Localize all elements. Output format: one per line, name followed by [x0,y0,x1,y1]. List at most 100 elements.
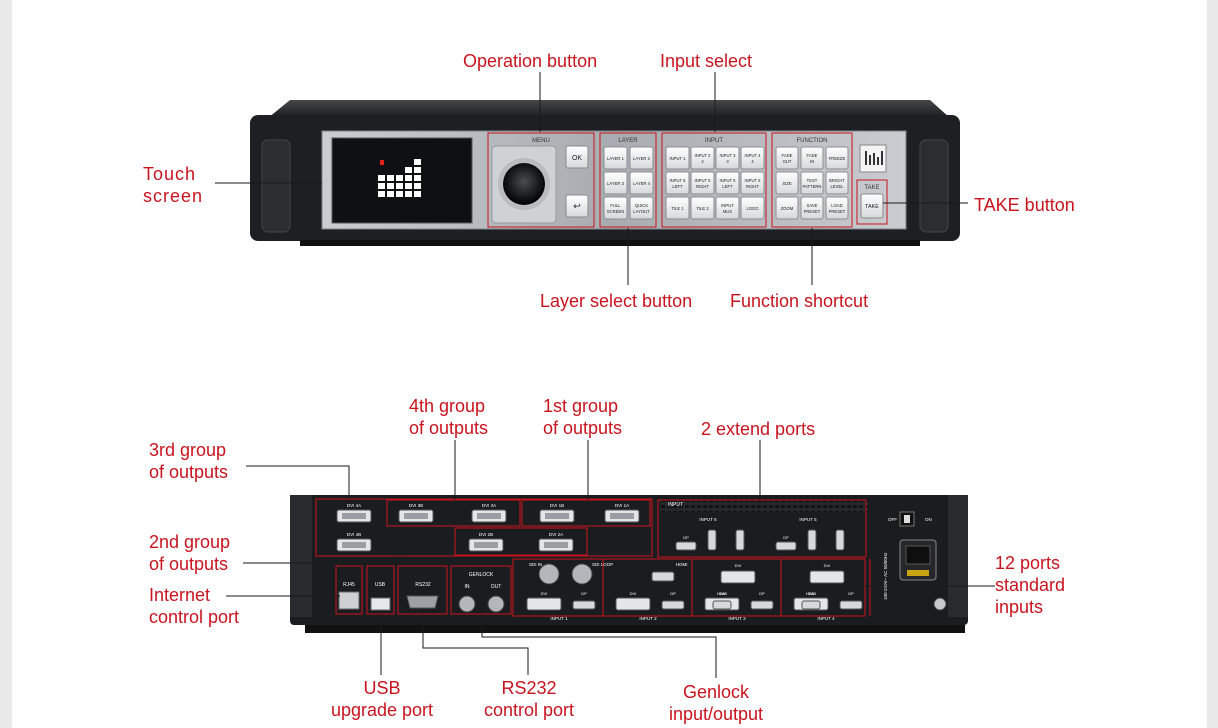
sdi-in-label: SDI IN [529,562,542,567]
rj45-port[interactable] [338,591,360,610]
callout-standard-inputs-line2: standard [995,575,1066,595]
function-button-1-1[interactable] [800,171,824,195]
input-section-outline [661,132,767,228]
callout-group2-line2: of outputs [149,554,229,574]
front-chassis-foot [300,240,920,246]
dvi-output-label: DVI 4A [347,503,361,508]
extend-hdmi-port-a[interactable] [807,529,817,551]
layer-button-1-0[interactable] [603,171,628,195]
rs232-port[interactable] [406,595,439,609]
layer-button-2-1[interactable] [629,196,654,220]
input-button-label-line2: 2 [701,159,704,164]
function-button-0-2[interactable] [825,146,849,170]
input-dvi-port[interactable] [526,597,562,611]
extend-input-label: INPUT 5 [799,517,817,522]
sdi-in-port[interactable] [538,563,560,585]
dvi-output-label: DVI 1B [550,503,564,508]
dvi-output-label: DVI 3A [482,503,496,508]
function-button-label-line2: PRESET [829,209,846,214]
input-dp-port[interactable] [572,600,596,610]
function-button-label: SIZE [782,181,792,186]
input-button-label-line2: MUX [723,209,733,214]
input-button-0-0[interactable] [665,146,690,170]
extend-hdmi-port-a[interactable] [707,529,717,551]
function-button-1-0[interactable] [775,171,799,195]
input-button-2-0[interactable] [665,196,690,220]
input-extra-dvi-port[interactable] [720,570,756,584]
layer-button-0-0[interactable] [603,146,628,170]
input-dp-port[interactable] [839,600,863,610]
input-button-0-2[interactable] [715,146,740,170]
extend-dp-port[interactable] [775,541,797,551]
input-extra-dvi-label: DVI [824,563,831,568]
function-button-2-0[interactable] [775,196,799,220]
function-section-label: FUNCTION [797,138,828,144]
callout-layer-select: Layer select button [540,291,693,311]
input-button-1-0[interactable] [665,171,690,195]
function-button-2-1[interactable] [800,196,824,220]
back-button[interactable] [565,194,589,218]
callout-usb-port-line2: upgrade port [330,700,434,720]
function-button-2-2[interactable] [825,196,849,220]
function-button-label: BRIGHT [829,178,845,183]
extend-dp-port[interactable] [675,541,697,551]
layer-button-0-1[interactable] [629,146,654,170]
callout-group1: 1st group of outputs [543,395,622,439]
input-hdmi-port[interactable] [712,600,732,610]
hdmi-input-port[interactable] [651,571,675,582]
layer-button-label: LAYER 4 [633,181,651,186]
dvi-output-label: DVI 3B [409,503,423,508]
input-dp-port[interactable] [750,600,774,610]
callout-rs232-port-line1: RS232 [501,678,557,698]
extend-hdmi-port-b[interactable] [835,529,845,551]
input-button-1-3[interactable] [740,171,765,195]
take-button-label: TAKE [865,204,879,210]
layer-button-2-0[interactable] [603,196,628,220]
menu-section-outline [487,132,595,228]
input-dvi-port[interactable] [615,597,651,611]
input-button-label: INPUT 6 [720,178,737,183]
ground-terminal[interactable] [933,597,947,611]
usb-port[interactable] [370,597,391,611]
input-button-2-1[interactable] [690,196,715,220]
callout-rs232-port: RS232 control port [473,677,585,721]
input-button-0-1[interactable] [690,146,715,170]
input-dp-port[interactable] [661,600,685,610]
input-dvi-label: DVI [541,591,548,596]
rack-handle-right[interactable] [919,139,949,233]
power-switch-rocker[interactable] [904,515,910,523]
input-button-label-line2: RIGHT [696,184,709,189]
input-button-0-3[interactable] [740,146,765,170]
dvi-output-bottom-2-pins [544,542,568,548]
input-button-1-2[interactable] [715,171,740,195]
input-hdmi-port[interactable] [801,600,821,610]
dvi-output-label: DVI 4B [347,532,361,537]
extend-hdmi-port-b[interactable] [735,529,745,551]
function-button-label-line2: PRESET [804,209,821,214]
function-button-label-line2: OUT [783,159,792,164]
rack-handle-left[interactable] [261,139,291,233]
function-button-label: TEST [807,178,818,183]
genlock-out-port[interactable] [487,595,505,613]
function-button-0-1[interactable] [800,146,824,170]
input-button-2-3[interactable] [740,196,765,220]
function-button-0-0[interactable] [775,146,799,170]
input-button-1-1[interactable] [690,171,715,195]
input-extra-dvi-port[interactable] [809,570,845,584]
function-button-1-2[interactable] [825,171,849,195]
dvi-output-label: DVI 2A [549,532,563,537]
take-button[interactable] [860,193,884,219]
function-button-label-line2: PATTERN [803,184,822,189]
layer-button-label: QUICK [635,203,648,208]
callout-group1-line2: of outputs [543,418,623,438]
sdi-loop-port[interactable] [571,563,593,585]
layer-button-1-1[interactable] [629,171,654,195]
input-button-2-2[interactable] [715,196,740,220]
ok-button[interactable] [565,145,589,169]
jog-knob[interactable] [503,163,545,205]
genlock-in-port[interactable] [458,595,476,613]
layer-button-label: LAYER 1 [607,156,625,161]
dvi-output-label: DVI 2B [479,532,493,537]
